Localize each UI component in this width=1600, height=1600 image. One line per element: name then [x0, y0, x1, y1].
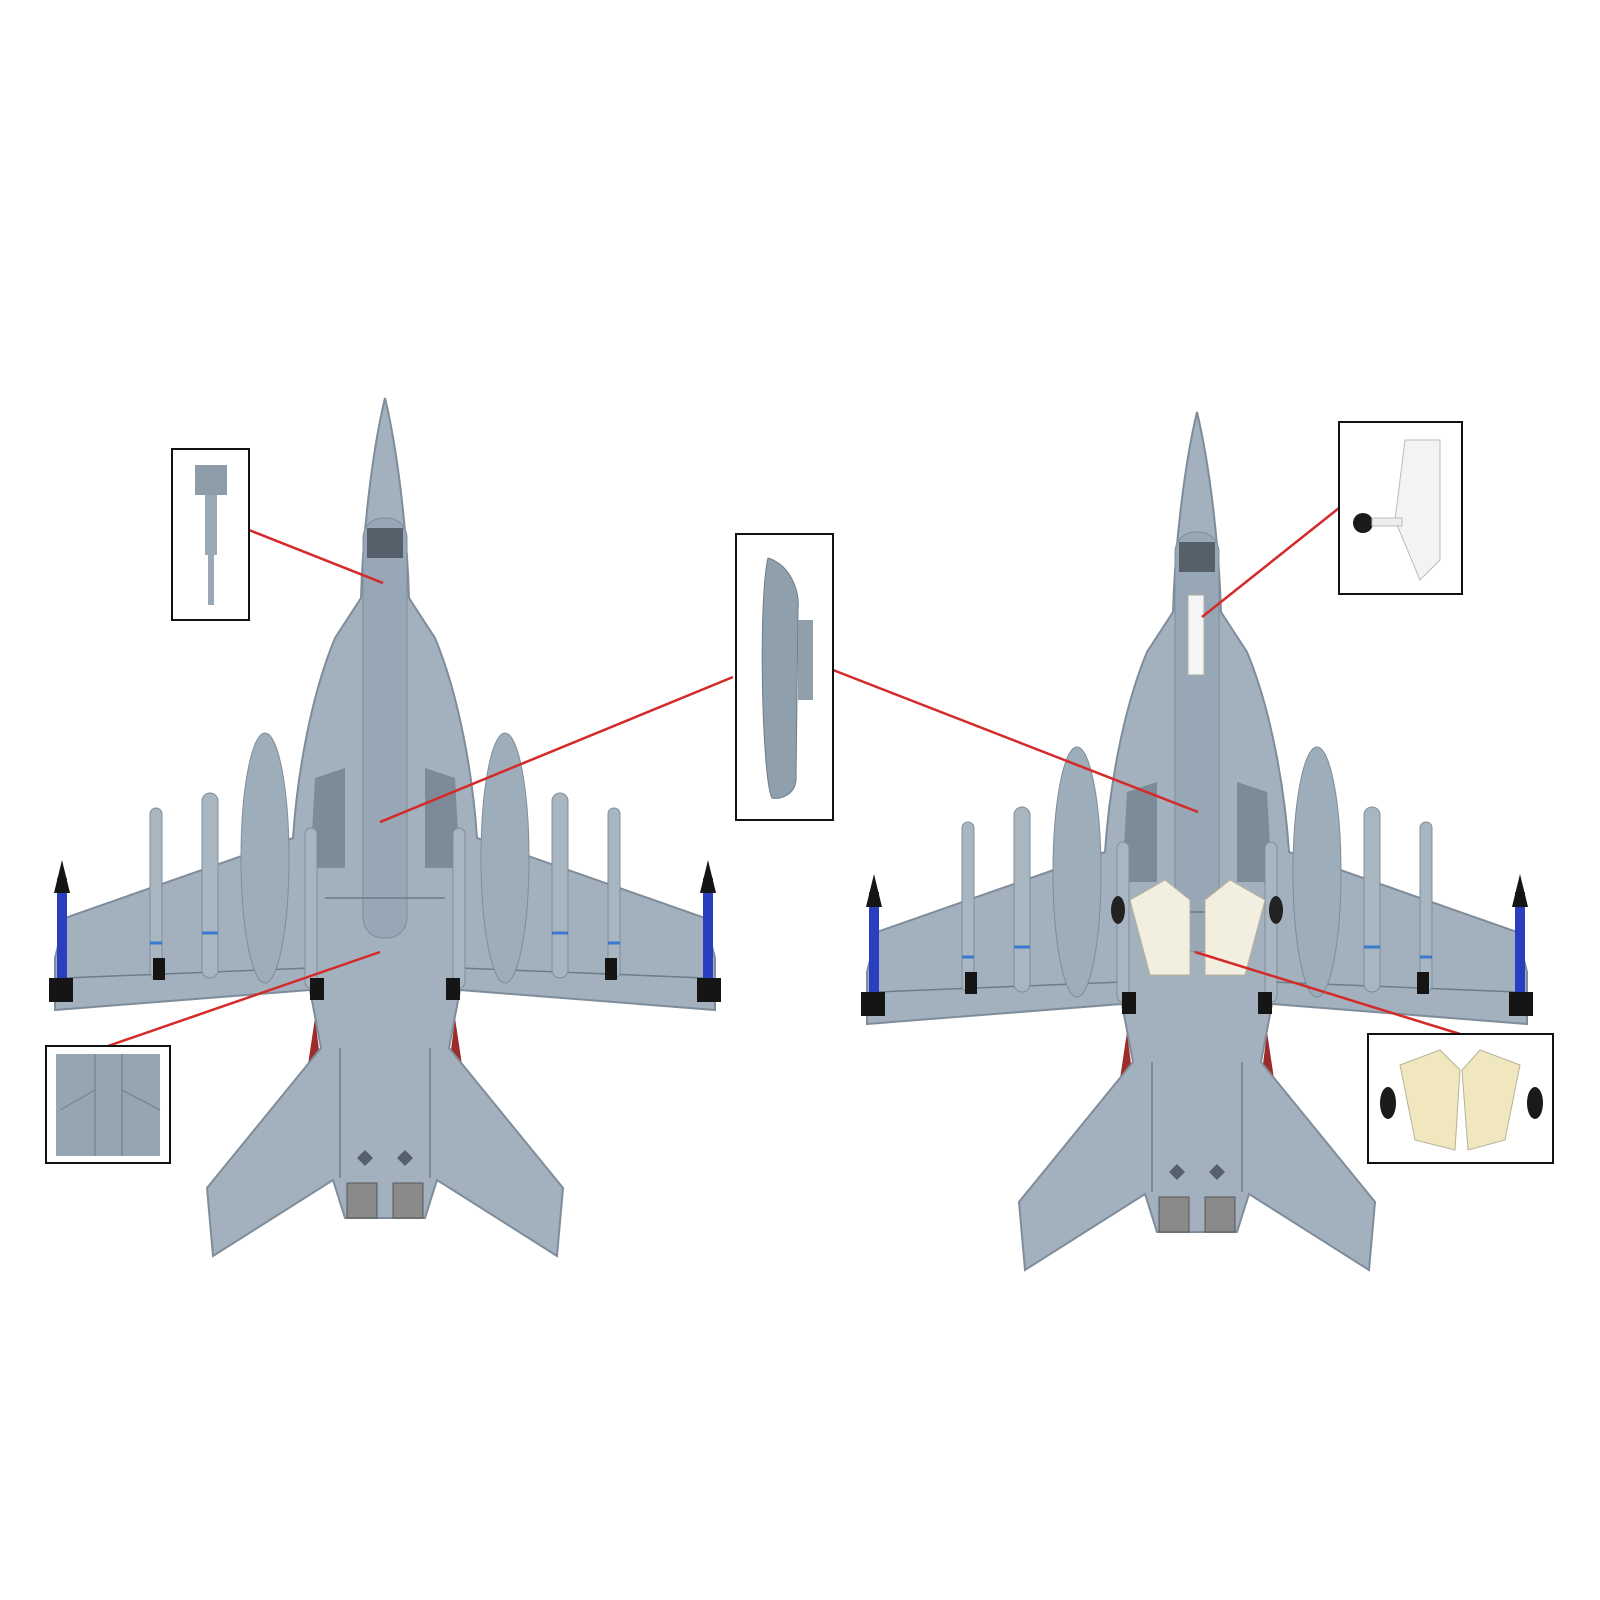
callout-line-main-gear	[1194, 950, 1461, 1036]
landing-gear-parts	[1111, 594, 1283, 976]
callout-line-door-right	[832, 668, 1199, 814]
callout-line-bay-cover	[107, 950, 381, 1048]
callout-line-nose-gear-extended	[1201, 507, 1340, 618]
callout-nose-gear-extended	[1338, 421, 1463, 595]
aircraft-gear-extended	[859, 410, 1535, 1272]
callout-bay-cover	[45, 1045, 171, 1164]
callout-line-nose-gear	[248, 528, 384, 585]
callout-lines	[107, 507, 1461, 1048]
callout-line-door-left	[379, 675, 734, 824]
callout-nose-gear-retracted	[171, 448, 250, 621]
callout-fuselage-door	[735, 533, 834, 821]
callout-main-gear	[1367, 1033, 1554, 1164]
